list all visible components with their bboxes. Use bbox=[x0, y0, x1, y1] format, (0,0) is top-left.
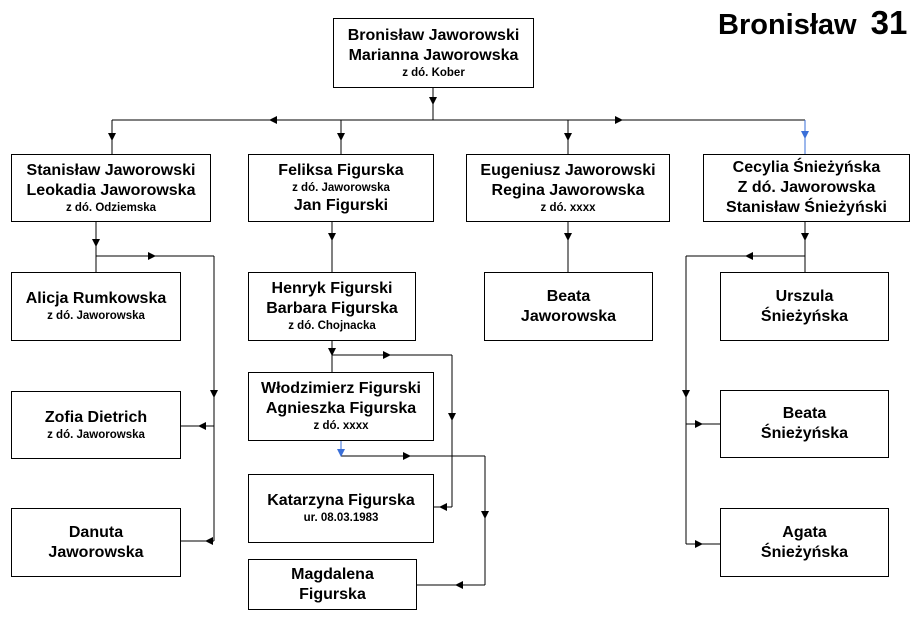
zofia-note: z dó. Jaworowska bbox=[47, 428, 145, 441]
person-box-beata-sniezynska: Beata Śnieżyńska bbox=[720, 390, 889, 458]
title-number: 31 bbox=[870, 4, 908, 41]
alicja-name: Alicja Rumkowska bbox=[25, 290, 167, 307]
person-box-beata-jaworowska: Beata Jaworowska bbox=[484, 272, 653, 341]
feliksa-name-2: Jan Figurski bbox=[293, 196, 389, 214]
henryk-name-1: Henryk Figurski bbox=[271, 280, 393, 297]
wlodzimierz-name-1: Włodzimierz Figurski bbox=[260, 380, 421, 397]
person-box-eugeniusz: Eugeniusz Jaworowski Regina Jaworowska z… bbox=[466, 154, 670, 222]
wlodzimierz-name-2: Agnieszka Figurska bbox=[265, 400, 417, 417]
urszula-name-1: Urszula bbox=[775, 287, 834, 305]
person-box-cecylia: Cecylia Śnieżyńska Z dó. Jaworowska Stan… bbox=[703, 154, 910, 222]
eugeniusz-name-2: Regina Jaworowska bbox=[491, 181, 645, 199]
person-box-agata: Agata Śnieżyńska bbox=[720, 508, 889, 577]
person-box-alicja: Alicja Rumkowska z dó. Jaworowska bbox=[11, 272, 181, 341]
root-note: z dó. Kober bbox=[402, 66, 465, 79]
stanislaw-name-2: Leokadia Jaworowska bbox=[26, 181, 196, 199]
person-box-stanislaw: Stanisław Jaworowski Leokadia Jaworowska… bbox=[11, 154, 211, 222]
urszula-name-2: Śnieżyńska bbox=[760, 307, 849, 325]
person-box-danuta: Danuta Jaworowska bbox=[11, 508, 181, 577]
person-box-zofia: Zofia Dietrich z dó. Jaworowska bbox=[11, 391, 181, 459]
magdalena-name-2: Figurska bbox=[299, 585, 366, 603]
eugeniusz-name-1: Eugeniusz Jaworowski bbox=[480, 161, 656, 179]
title-name: Bronisław bbox=[718, 9, 857, 41]
person-box-feliksa: Feliksa Figurska z dó. Jaworowska Jan Fi… bbox=[248, 154, 434, 222]
person-box-magdalena: Magdalena Figurska bbox=[248, 559, 417, 610]
katarzyna-name: Katarzyna Figurska bbox=[267, 492, 415, 509]
root-name-1: Bronisław Jaworowski bbox=[347, 26, 520, 44]
person-box-root: Bronisław Jaworowski Marianna Jaworowska… bbox=[333, 18, 534, 88]
danuta-name-2: Jaworowska bbox=[48, 543, 144, 561]
cecylia-name-2: Z dó. Jaworowska bbox=[737, 179, 876, 196]
person-box-urszula: Urszula Śnieżyńska bbox=[720, 272, 889, 341]
feliksa-note: z dó. Jaworowska bbox=[292, 181, 390, 194]
cecylia-name-3: Stanisław Śnieżyński bbox=[726, 199, 887, 216]
wlodzimierz-note: z dó. xxxx bbox=[313, 420, 369, 432]
root-name-2: Marianna Jaworowska bbox=[348, 46, 519, 64]
beata-s-name-2: Śnieżyńska bbox=[760, 425, 849, 442]
zofia-name: Zofia Dietrich bbox=[44, 408, 148, 426]
cecylia-name-1: Cecylia Śnieżyńska bbox=[732, 159, 881, 176]
eugeniusz-note: z dó. xxxx bbox=[540, 201, 596, 214]
agata-name-2: Śnieżyńska bbox=[760, 543, 849, 561]
page-title: Bronisław 31 bbox=[718, 4, 907, 42]
feliksa-name-1: Feliksa Figurska bbox=[278, 161, 404, 179]
beata-j-name-1: Beata bbox=[546, 287, 591, 305]
beata-s-name-1: Beata bbox=[782, 405, 827, 422]
magdalena-name-1: Magdalena bbox=[291, 565, 374, 583]
henryk-note: z dó. Chojnacka bbox=[288, 320, 376, 332]
beata-j-name-2: Jaworowska bbox=[520, 307, 617, 325]
agata-name-1: Agata bbox=[782, 523, 827, 541]
person-box-wlodzimierz: Włodzimierz Figurski Agnieszka Figurska … bbox=[248, 372, 434, 441]
person-box-katarzyna: Katarzyna Figurska ur. 08.03.1983 bbox=[248, 474, 434, 543]
stanislaw-note: z dó. Odziemska bbox=[65, 201, 157, 214]
alicja-note: z dó. Jaworowska bbox=[47, 310, 145, 322]
katarzyna-birth: ur. 08.03.1983 bbox=[303, 512, 379, 524]
henryk-name-2: Barbara Figurska bbox=[266, 300, 398, 317]
danuta-name-1: Danuta bbox=[68, 523, 124, 541]
person-box-henryk: Henryk Figurski Barbara Figurska z dó. C… bbox=[248, 272, 416, 341]
stanislaw-name-1: Stanisław Jaworowski bbox=[26, 161, 196, 179]
